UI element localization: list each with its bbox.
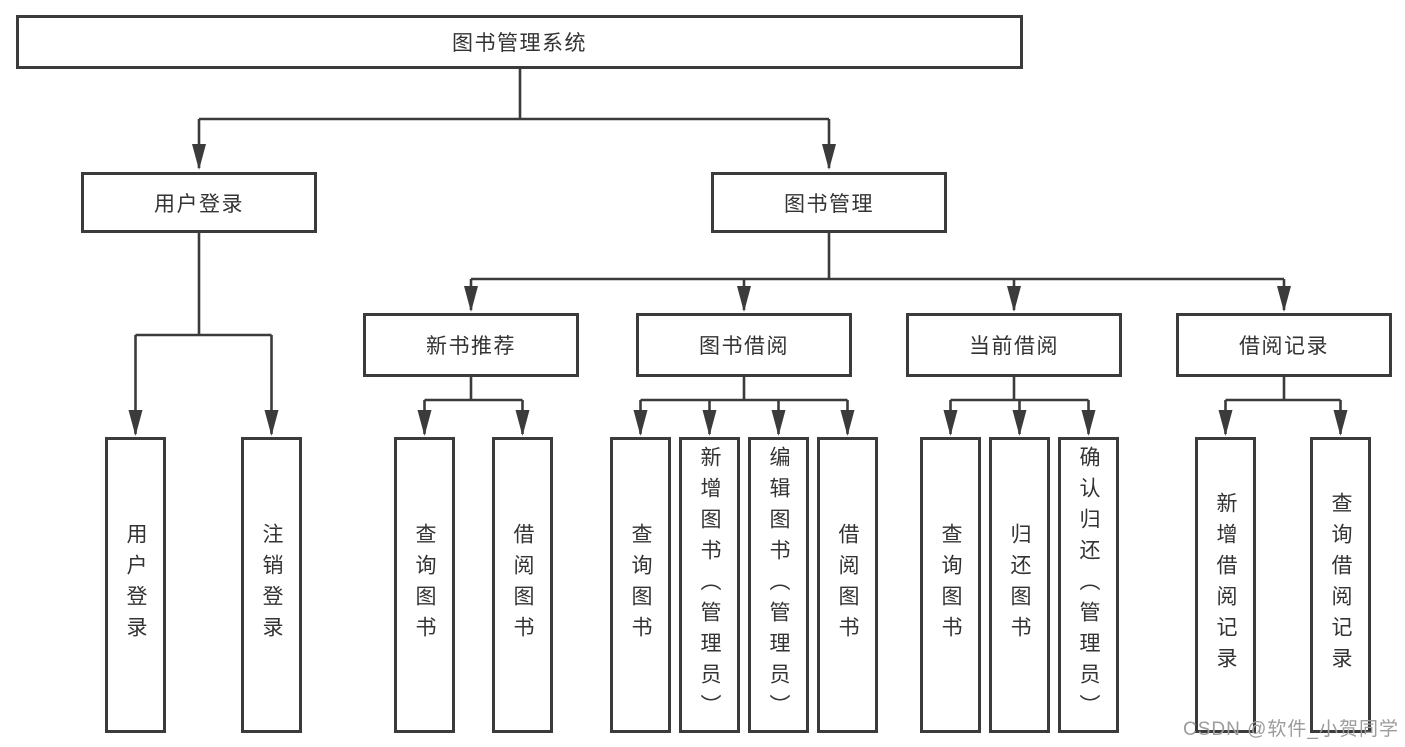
- node-leaf-logout: 注销登录: [241, 437, 302, 733]
- watermark: CSDN @软件_小贺同学: [1183, 719, 1399, 740]
- node-label: 查询图书: [939, 523, 962, 647]
- node-label: 图书管理系统: [452, 32, 587, 55]
- node-leaf-return-books: 归还图书: [989, 437, 1050, 733]
- node-leaf-query-books-3: 查询图书: [920, 437, 981, 733]
- node-new-book-recommendation: 新书推荐: [363, 313, 579, 377]
- node-label: 新增借阅记录: [1214, 492, 1237, 678]
- node-label: 用户登录: [154, 192, 244, 216]
- node-book-management: 图书管理: [711, 172, 947, 233]
- node-label: 新书推荐: [426, 335, 516, 358]
- node-leaf-add-books-admin: 新增图书（管理员）: [679, 437, 740, 733]
- node-label: 借阅图书: [511, 523, 534, 647]
- node-leaf-borrow-books-1: 借阅图书: [492, 437, 553, 733]
- node-user-login: 用户登录: [81, 172, 317, 233]
- node-label: 确认归还（管理员）: [1077, 445, 1100, 725]
- node-label: 当前借阅: [969, 335, 1059, 358]
- node-leaf-query-borrow-record: 查询借阅记录: [1310, 437, 1371, 733]
- node-label: 查询借阅记录: [1329, 492, 1352, 678]
- node-label: 借阅记录: [1239, 335, 1329, 358]
- node-leaf-add-borrow-record: 新增借阅记录: [1195, 437, 1256, 733]
- node-leaf-query-books-2: 查询图书: [610, 437, 671, 733]
- node-current-borrowing: 当前借阅: [906, 313, 1122, 377]
- node-label: 注销登录: [260, 523, 283, 647]
- node-leaf-confirm-return-admin: 确认归还（管理员）: [1058, 437, 1119, 733]
- node-label: 借阅图书: [836, 523, 859, 647]
- node-book-borrowing: 图书借阅: [636, 313, 852, 377]
- node-label: 新增图书（管理员）: [698, 445, 721, 725]
- node-leaf-borrow-books-2: 借阅图书: [817, 437, 878, 733]
- node-library-management-system: 图书管理系统: [16, 15, 1023, 69]
- node-label: 编辑图书（管理员）: [767, 445, 790, 725]
- node-label: 图书借阅: [699, 335, 789, 358]
- node-leaf-edit-books-admin: 编辑图书（管理员）: [748, 437, 809, 733]
- node-label: 查询图书: [629, 523, 652, 647]
- node-label: 查询图书: [413, 523, 436, 647]
- node-label: 归还图书: [1008, 523, 1031, 647]
- node-label: 用户登录: [124, 523, 147, 647]
- node-leaf-query-books-1: 查询图书: [394, 437, 455, 733]
- node-leaf-user-login: 用户登录: [105, 437, 166, 733]
- node-label: 图书管理: [784, 192, 874, 216]
- node-borrowing-records: 借阅记录: [1176, 313, 1392, 377]
